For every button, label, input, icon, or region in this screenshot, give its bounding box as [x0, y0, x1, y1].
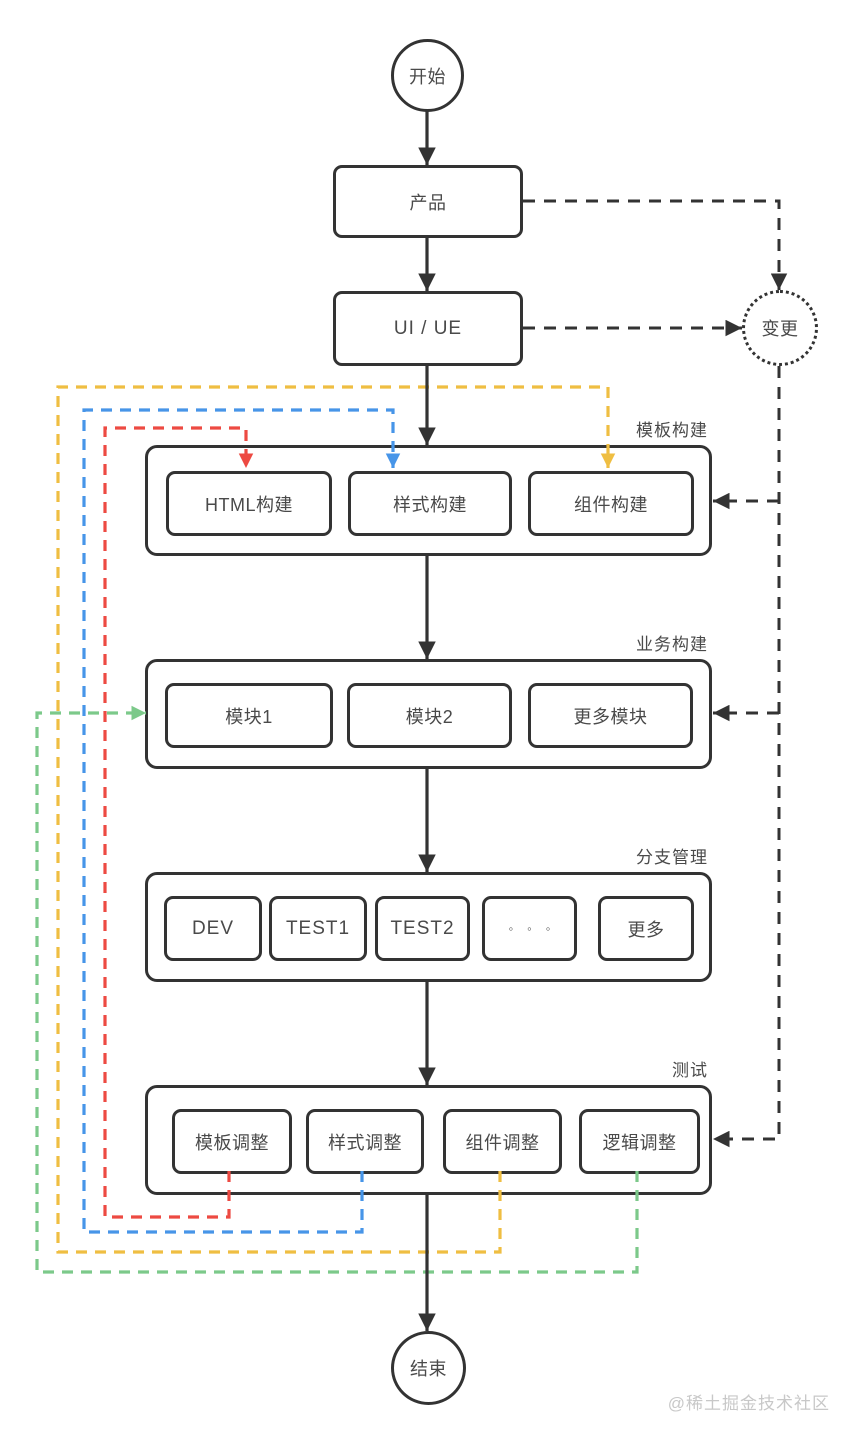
box-logic-adjust-label: 逻辑调整: [602, 1132, 677, 1153]
box-test1: TEST1: [269, 896, 367, 961]
box-more-branches: 更多: [598, 896, 694, 961]
group-testing: 测试 模板调整 样式调整 组件调整 逻辑调整: [145, 1061, 712, 1195]
box-template-adjust-label: 模板调整: [195, 1132, 269, 1153]
node-start: 开始: [391, 39, 464, 112]
box-ellipsis: ◦◦◦: [482, 896, 577, 961]
edge-product-to-change: [523, 199, 788, 290]
node-ui-ue-label: UI / UE: [393, 317, 463, 339]
box-style-build: 样式构建: [348, 471, 512, 536]
group-branch-management-title: 分支管理: [636, 848, 708, 867]
box-more-modules-label: 更多模块: [573, 706, 648, 727]
box-dev-label: DEV: [191, 917, 235, 939]
box-style-adjust: 样式调整: [306, 1109, 424, 1174]
box-test2: TEST2: [375, 896, 470, 961]
box-module2: 模块2: [347, 683, 512, 748]
group-business-build-title: 业务构建: [636, 635, 708, 654]
box-component-build-label: 组件构建: [574, 494, 648, 515]
box-module1-label: 模块1: [225, 706, 273, 727]
node-product-label: 产品: [409, 192, 447, 213]
group-testing-title: 测试: [672, 1061, 708, 1080]
box-html-build: HTML构建: [166, 471, 332, 536]
box-html-build-label: HTML构建: [205, 494, 293, 515]
node-start-label: 开始: [409, 66, 446, 87]
box-component-adjust-label: 组件调整: [465, 1132, 540, 1153]
box-component-adjust: 组件调整: [443, 1109, 562, 1174]
box-logic-adjust: 逻辑调整: [579, 1109, 700, 1174]
box-ellipsis-label: ◦◦◦: [508, 921, 565, 936]
node-ui-ue: UI / UE: [333, 291, 523, 366]
box-template-adjust: 模板调整: [172, 1109, 292, 1174]
box-module1: 模块1: [165, 683, 333, 748]
box-component-build: 组件构建: [528, 471, 694, 536]
node-change-label: 变更: [761, 319, 799, 339]
box-module2-label: 模块2: [405, 706, 454, 727]
group-template-build-title: 模板构建: [636, 421, 708, 440]
box-test1-label: TEST1: [285, 917, 351, 939]
node-end: 结束: [391, 1331, 466, 1405]
box-style-build-label: 样式构建: [393, 494, 467, 515]
box-style-adjust-label: 样式调整: [328, 1132, 402, 1153]
node-change: 变更: [742, 290, 818, 366]
group-template-build: 模板构建 HTML构建 样式构建 组件构建: [145, 421, 712, 556]
box-more-modules: 更多模块: [528, 683, 693, 748]
group-branch-management: 分支管理 DEV TEST1 TEST2 ◦◦◦ 更多: [145, 848, 712, 982]
group-business-build: 业务构建 模块1 模块2 更多模块: [145, 635, 712, 769]
watermark: @稀土掘金技术社区: [667, 1394, 830, 1413]
edge-change-to-test: [713, 366, 781, 1148]
box-dev: DEV: [164, 896, 262, 961]
node-end-label: 结束: [410, 1359, 447, 1379]
box-more-branches-label: 更多: [627, 919, 665, 940]
box-test2-label: TEST2: [390, 917, 455, 939]
node-product: 产品: [333, 165, 523, 238]
